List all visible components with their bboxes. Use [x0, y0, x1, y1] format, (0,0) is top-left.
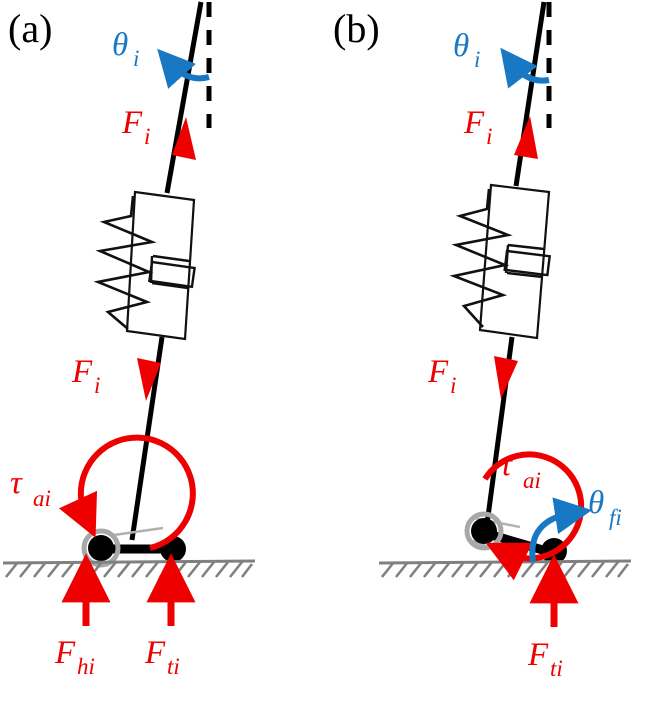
damper-cylinder-top-a: [152, 254, 190, 263]
force-Fi-lower-arrowhead-b: [494, 356, 518, 399]
foot-outline-faint-a: [113, 526, 164, 537]
panel-b: (b): [333, 1, 632, 681]
theta-i-annotation-b: θ i: [453, 28, 550, 89]
panel-b-label: (b): [333, 6, 380, 51]
force-Fi-lower-a: F i: [71, 354, 161, 401]
damper-piston-b: [503, 249, 552, 277]
spring-damper-assembly-a: [93, 190, 196, 341]
theta-i-arc-arrow-a: [157, 48, 210, 89]
spring-coil-a: [93, 195, 157, 330]
force-Fi-upper-a: F i: [121, 105, 196, 160]
theta-i-arc-arrow-b: [500, 47, 550, 89]
leg-rod-upper-a: [164, 1, 204, 194]
damper-a: [148, 254, 196, 290]
heel-joint-ring-b: [464, 511, 504, 551]
spring-coil-b: [449, 188, 513, 328]
spring-damper-frame-b: [478, 183, 551, 340]
force-Fhi-subscript-a: hi: [77, 654, 95, 679]
force-Fi-upper-subscript-b: i: [486, 124, 492, 149]
torque-tau-ai-symbol-a: τ: [10, 465, 23, 501]
ground-hatching-b: [380, 561, 630, 578]
force-Fi-upper-symbol-b: F: [463, 105, 485, 141]
theta-i-annotation-a: θ i: [112, 27, 210, 89]
force-Fi-upper-arrowhead-a: [172, 117, 196, 160]
force-Fi-upper-b: F i: [463, 105, 538, 159]
panel-a: (a): [2, 1, 256, 679]
force-Fi-lower-arrowhead-a: [137, 358, 161, 401]
theta-fi-symbol-b: θ: [588, 485, 604, 521]
panel-a-label: (a): [8, 6, 52, 51]
force-Fi-upper-symbol-a: F: [121, 105, 143, 141]
theta-fi-subscript-b: fi: [609, 505, 622, 530]
force-Fti-symbol-b: F: [527, 637, 549, 673]
theta-i-subscript-b: i: [474, 47, 480, 72]
theta-i-symbol-b: θ: [453, 28, 469, 64]
torque-tau-ai-subscript-a: ai: [33, 486, 51, 511]
force-Fi-lower-symbol-a: F: [71, 354, 93, 390]
force-Fi-upper-arrowhead-b: [514, 116, 538, 159]
spring-damper-frame-a: [125, 190, 196, 341]
spring-damper-assembly-b: [449, 183, 552, 340]
ground-b: [378, 559, 632, 578]
damper-b: [503, 243, 552, 279]
force-Fti-subscript-b: ti: [550, 656, 563, 681]
force-Fhi-symbol-a: F: [54, 635, 76, 671]
heel-joint-dot-a: [88, 535, 114, 561]
force-Fi-lower-subscript-b: i: [450, 373, 456, 398]
leg-rod-upper-b: [513, 1, 547, 187]
damper-cylinder-bottom-a: [151, 281, 189, 290]
ground-hatching-a: [4, 561, 254, 578]
ground-a: [2, 559, 256, 578]
theta-i-subscript-a: i: [133, 46, 139, 71]
theta-i-symbol-a: θ: [112, 27, 128, 63]
force-Fi-lower-b: F i: [427, 354, 518, 399]
torque-tau-ai-a: τ ai: [10, 434, 196, 551]
torque-tau-ai-symbol-b: τ: [500, 447, 513, 483]
torque-tau-ai-subscript-b: ai: [523, 468, 541, 493]
heel-joint-dot-b: [471, 518, 497, 544]
torque-tau-ai-arc-a: [58, 434, 196, 551]
force-Fhi-a: F hi: [54, 553, 111, 679]
force-Fti-b: F ti: [527, 554, 579, 681]
force-Fti-a: F ti: [144, 553, 196, 679]
force-Fi-upper-subscript-a: i: [144, 124, 150, 149]
force-Fi-lower-symbol-b: F: [427, 354, 449, 390]
force-Fi-lower-subscript-a: i: [94, 373, 100, 398]
damper-cylinder-top-b: [507, 243, 545, 251]
force-Fti-symbol-a: F: [144, 635, 166, 671]
damper-piston-a: [148, 260, 196, 289]
force-Fti-subscript-a: ti: [167, 654, 180, 679]
damper-cylinder-bottom-b: [506, 271, 544, 279]
